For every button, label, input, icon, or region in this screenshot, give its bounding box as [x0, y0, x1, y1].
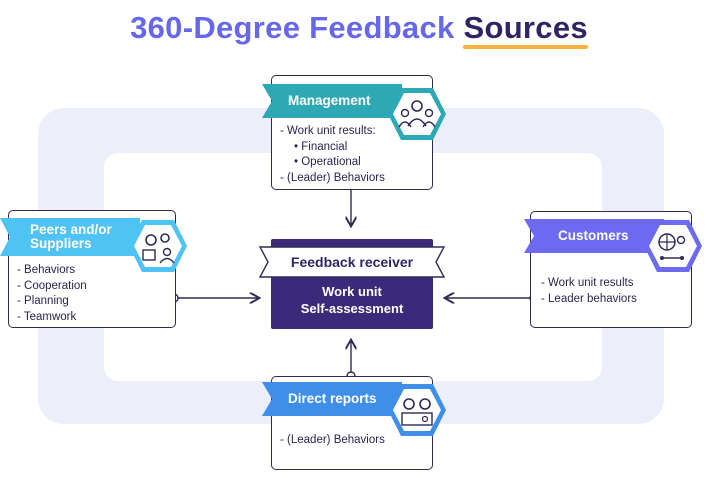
list-item: (Leader) Behaviors: [280, 433, 385, 449]
gears-people-icon: [129, 220, 187, 272]
team-reports-icon: [388, 384, 446, 436]
peers-list: Behaviors Cooperation Planning Teamwork: [17, 263, 87, 325]
peers-label: Peers and/or Suppliers: [0, 218, 140, 256]
peers-ribbon-shape: [0, 218, 140, 256]
direct-reports-list: (Leader) Behaviors: [280, 433, 385, 449]
center-banner-shape: [258, 246, 446, 278]
feedback-receiver-label: Feedback receiver: [290, 254, 414, 270]
list-item: Work unit results: [541, 276, 637, 292]
list-item: Financial: [280, 140, 385, 156]
management-list: Work unit results: Financial Operational…: [280, 124, 385, 186]
center-line1: Work unit: [322, 284, 382, 299]
management-ribbon-shape: [262, 84, 402, 118]
management-team-icon: [388, 88, 446, 140]
management-label: Management: [288, 93, 371, 108]
globe-people-icon: [644, 220, 702, 272]
center-line2: Self-assessment: [300, 301, 404, 316]
center-text: Work unit Self-assessment: [271, 283, 433, 317]
list-item: Cooperation: [17, 279, 87, 295]
list-item: Work unit results:: [280, 124, 385, 140]
peers-label-line2: Suppliers: [30, 236, 92, 251]
list-item: Planning: [17, 294, 87, 310]
title-part2: Sources: [463, 10, 588, 49]
customers-list: Work unit results Leader behaviors: [541, 276, 637, 307]
direct-reports-ribbon-shape: [262, 382, 402, 416]
customers-ribbon-shape: [524, 219, 664, 253]
list-item: Behaviors: [17, 263, 87, 279]
page-title: 360-Degree Feedback Sources: [0, 10, 718, 49]
list-item: Operational: [280, 155, 385, 171]
customers-label: Customers: [558, 228, 629, 243]
list-item: (Leader) Behaviors: [280, 171, 385, 187]
list-item: Teamwork: [17, 310, 87, 326]
title-sources: Sources: [463, 10, 588, 45]
title-underline: [463, 45, 588, 49]
peers-label-line1: Peers and/or: [30, 222, 112, 237]
direct-reports-label: Direct reports: [288, 391, 377, 406]
title-part1: 360-Degree Feedback: [130, 10, 455, 45]
list-item: Leader behaviors: [541, 292, 637, 308]
